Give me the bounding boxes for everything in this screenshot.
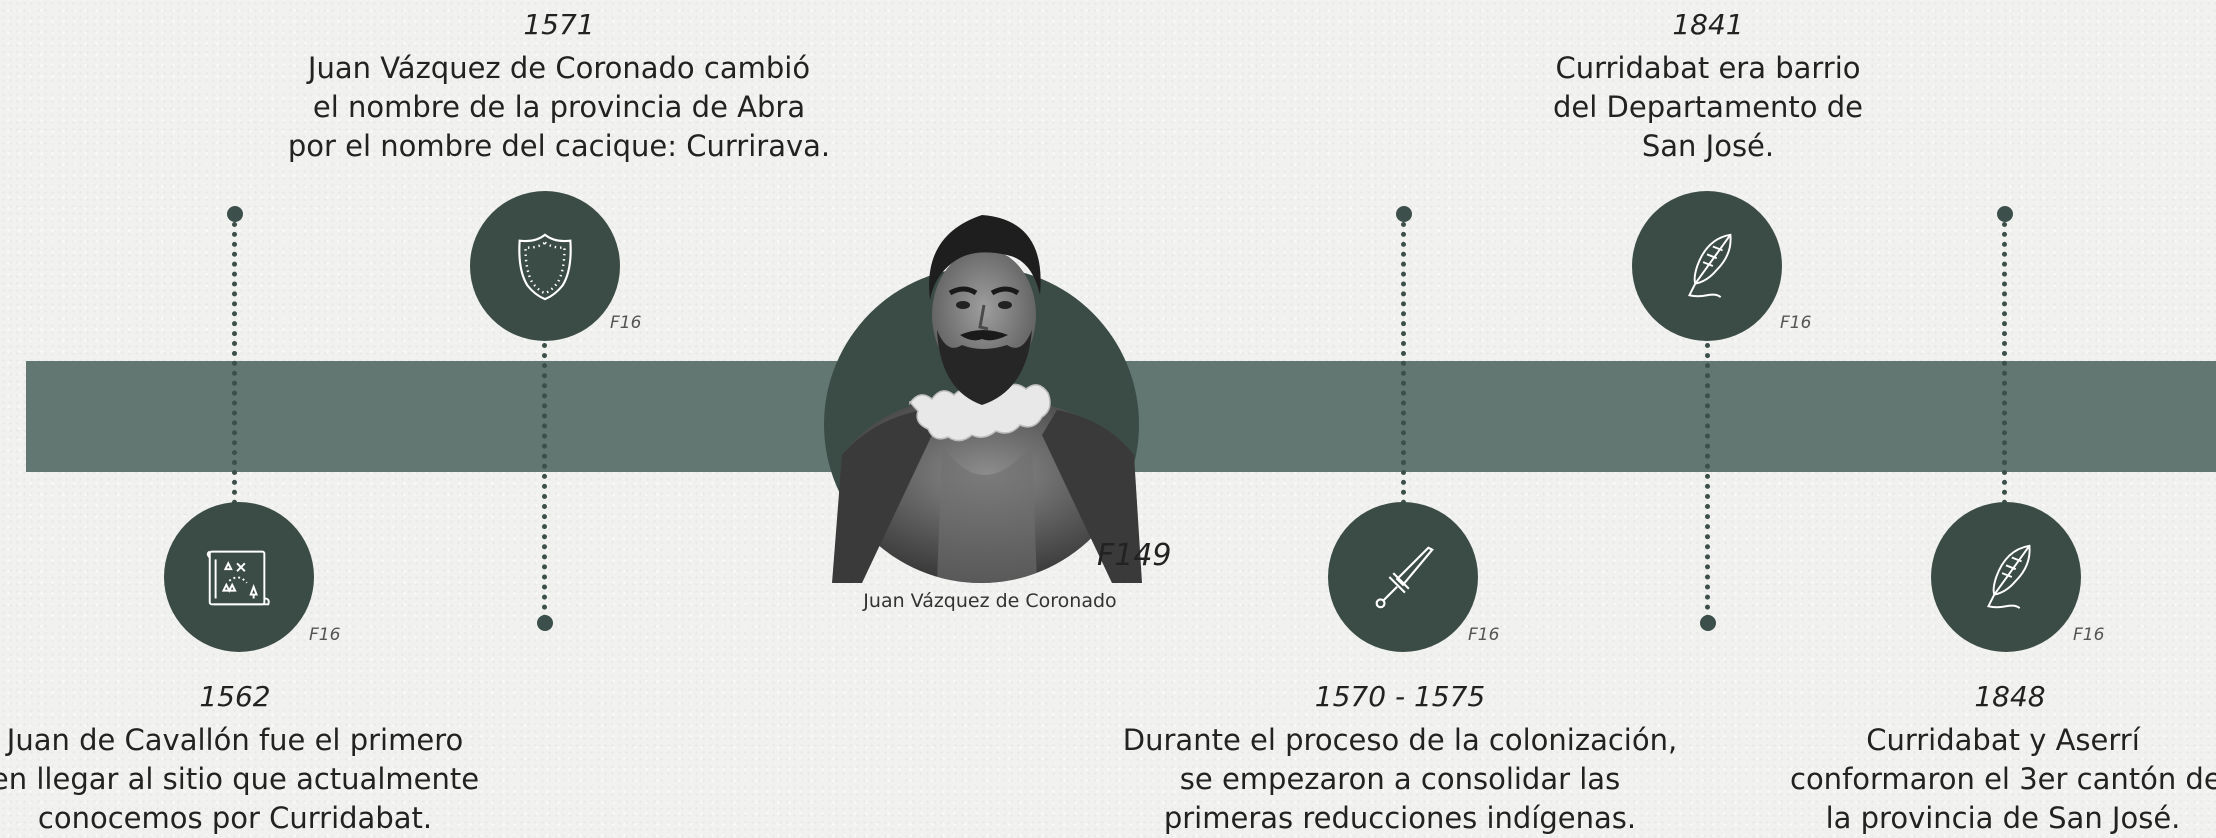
event-1571-icon-circle [470,191,620,341]
timeline-dot [1997,206,2013,222]
desc-line: Durante el proceso de la colonización, [1122,723,1678,757]
desc-line: Curridabat y Aserrí [1866,723,2140,757]
event-1848-figure-label: F16 [2073,625,2105,645]
timeline-dot [1700,615,1716,631]
timeline-dot [227,206,243,222]
event-1848-icon-circle [1931,502,2081,652]
event-1562-icon-circle [164,502,314,652]
shield-icon [518,233,572,301]
desc-line: Juan Vázquez de Coronado cambió [307,51,811,85]
event-1570-figure-label: F16 [1468,625,1500,645]
timeline-connector [1705,343,1710,620]
event-1562-figure-label: F16 [309,625,341,645]
desc-line: San José. [1641,129,1775,163]
timeline-connector [542,343,547,620]
timeline-connector [232,222,237,505]
event-1562-year: 1562 [199,680,271,713]
event-1848-year: 1848 [1974,680,2046,713]
treasure-map-icon [206,550,270,606]
desc-line: en llegar al sitio que actualmente [0,762,480,796]
desc-line: conformaron el 3er cantón de [1790,762,2216,796]
desc-line: por el nombre del cacique: Currirava. [287,129,831,163]
event-1570-description: Durante el proceso de la colonización, s… [1110,721,1690,838]
event-1562-description: Juan de Cavallón fue el primero en llega… [0,721,490,838]
event-1841-description: Curridabat era barrio del Departamento d… [1478,49,1938,166]
event-1571-year: 1571 [523,8,595,41]
timeline-dot [537,615,553,631]
timeline-connector [2002,222,2007,505]
event-1570-icon-circle [1328,502,1478,652]
portrait [822,205,1152,583]
desc-line: Curridabat era barrio [1555,51,1861,85]
timeline-dot [1396,206,1412,222]
desc-line: la provincia de San José. [1825,801,2181,835]
event-1841-figure-label: F16 [1780,313,1812,333]
event-1571-figure-label: F16 [610,313,642,333]
portrait-caption: Juan Vázquez de Coronado [863,590,1117,612]
event-1841-year: 1841 [1672,8,1744,41]
desc-line: del Departamento de [1553,90,1863,124]
portrait-figure-label: F149 [1097,538,1172,573]
desc-line: primeras reducciones indígenas. [1163,801,1637,835]
desc-line: el nombre de la provincia de Abra [312,90,806,124]
desc-line: se empezaron a consolidar las [1179,762,1621,796]
event-1571-description: Juan Vázquez de Coronado cambió el nombr… [279,49,839,166]
desc-line: Juan de Cavallón fue el primero [6,723,464,757]
quill-icon [1987,544,2031,609]
event-1848-description: Curridabat y Aserrí conformaron el 3er c… [1790,721,2216,838]
event-1570-year: 1570 - 1575 [1314,680,1486,713]
sword-icon [1375,546,1434,609]
quill-icon [1688,233,1732,298]
event-1841-icon-circle [1632,191,1782,341]
desc-line: conocemos por Curridabat. [37,801,433,835]
timeline-connector [1401,222,1406,505]
portrait-image [832,215,1142,583]
